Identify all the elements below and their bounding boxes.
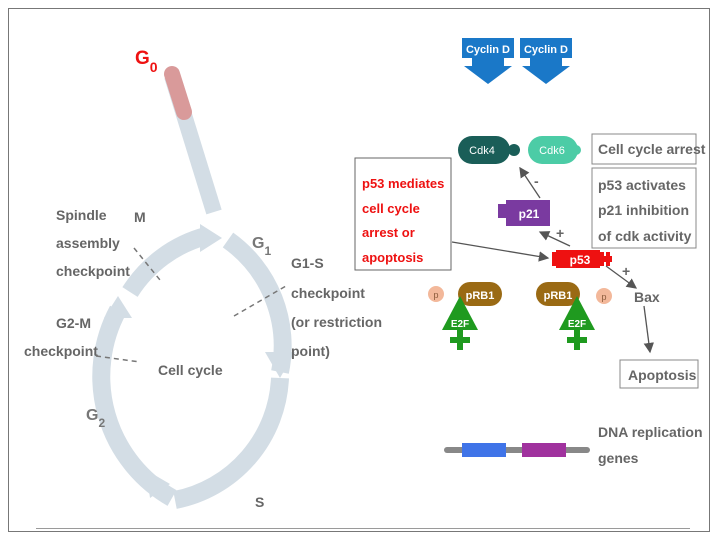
cyclin-d-right: Cyclin D [520,38,572,84]
svg-text:Cdk6: Cdk6 [539,145,565,157]
svg-text:Cyclin D: Cyclin D [524,44,568,56]
s-arrowhead [146,470,170,498]
arrow-p53-to-bax [605,265,638,289]
svg-text:Cyclin D: Cyclin D [466,44,510,56]
p53-note-line-1: p53 mediates [362,176,444,191]
bax-label: Bax [634,289,660,305]
svg-text:p53: p53 [570,253,591,267]
prb1-left-shape [458,282,502,306]
cell-cycle-arrest-box [591,133,697,165]
apoptosis-label: Apoptosis [628,367,697,383]
arrow-bax-to-apoptosis [643,305,654,354]
arrow-p53-to-p21 [538,231,571,247]
spindle-checkpoint-line-2: assembly [56,235,120,251]
g2-label: G2 [86,407,105,430]
cell-cycle-center-label: Cell cycle [158,362,223,378]
p21-note-box [591,167,697,249]
p53-note-line-4: apoptosis [362,250,423,265]
e2f-left-plus-h [450,337,470,343]
dna-label-line-1: DNA replication [598,424,703,440]
g1s-checkpoint-line-2: checkpoint [291,285,365,301]
e2f-left-shape [442,296,478,330]
dna-gene-blue [462,443,506,457]
g1s-leader [233,285,287,317]
g1s-checkpoint-line-4: point) [291,343,330,359]
g1-arrowhead [265,352,295,378]
g2m-checkpoint-line-1: G2-M [56,315,91,331]
e2f-left-label: E2F [451,319,469,330]
p53-note-box [354,157,452,271]
phospho-left-icon [428,286,444,302]
svg-text:Cdk4: Cdk4 [469,145,495,157]
apoptosis-box [619,359,699,389]
p21-note-line-2: p21 inhibition [598,202,689,218]
cell-cycle-arrest-label: Cell cycle arrest [598,141,706,157]
g2m-leader [95,355,141,363]
p21-shape: p21 [498,200,550,226]
s-label: S [255,494,264,510]
spindle-checkpoint-line-1: Spindle [56,207,107,223]
prb1-right-shape [536,282,580,306]
m-arrowhead [200,224,222,252]
minus-sign: - [534,173,539,189]
g1s-checkpoint-line-1: G1-S [291,255,324,271]
g1-label: G1 [252,235,271,258]
p21-note-line-3: of cdk activity [598,228,692,244]
g2m-checkpoint-line-2: checkpoint [24,343,98,359]
m-label: M [134,209,146,225]
arrow-note-to-p53 [451,241,550,262]
p53-note-line-3: arrest or [362,225,415,240]
prb1-left-label: pRB1 [466,290,495,302]
s-arc [173,377,289,509]
p21-note-line-1: p53 activates [598,177,686,193]
g2-arrowhead [104,296,132,318]
bottom-divider [36,528,690,529]
cdk4-shape: Cdk4 [458,136,520,164]
g0-tail [164,66,192,120]
g0-label: G0 [135,48,158,75]
g1s-checkpoint-line-3: (or restriction [291,314,382,330]
m-arc [122,227,209,297]
arrow-p21-to-cdk [519,166,541,199]
p53-shape: p53 [552,250,612,268]
dna-gene-purple [522,443,566,457]
phospho-left-label: p [433,290,438,300]
svg-text:p21: p21 [519,207,540,221]
cycle-ring [92,66,295,509]
e2f-right-shape [559,296,595,330]
spindle-leader [133,247,161,281]
spindle-checkpoint-line-3: checkpoint [56,263,130,279]
dna-label-line-2: genes [598,450,639,466]
g2-arc [92,305,177,506]
cdk6-shape: Cdk6 [528,136,581,164]
prb1-right-label: pRB1 [544,290,573,302]
cyclin-d-left: Cyclin D [462,38,514,84]
plus-sign-bax: + [622,263,630,279]
phospho-right-label: p [601,292,606,302]
slide-frame [8,8,710,532]
e2f-right-plus-h [567,337,587,343]
e2f-right-label: E2F [568,319,586,330]
plus-sign-p21: + [556,225,564,241]
phospho-right-icon [596,288,612,304]
p53-note-line-2: cell cycle [362,201,420,216]
